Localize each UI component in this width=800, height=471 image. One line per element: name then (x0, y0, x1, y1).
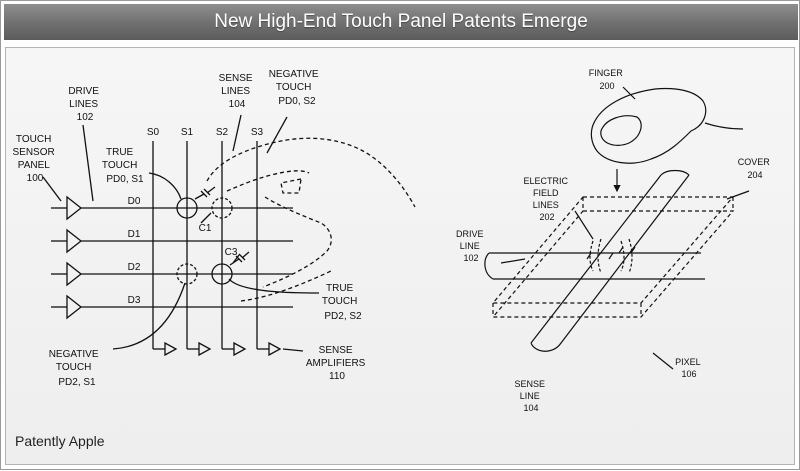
sense-line-label: SENSE LINE 104 (514, 379, 547, 413)
negative-touch-marker-1 (211, 197, 233, 219)
negative-touch-bottom-leader (112, 282, 186, 350)
capacitor-label-c1: C1 (199, 223, 212, 234)
true-touch-1-label: TRUE TOUCH PD0, S1 (102, 147, 144, 185)
column-label-s1: S1 (181, 127, 194, 138)
cover-label: COVER 204 (738, 157, 773, 180)
finger-outline-dashed (206, 137, 416, 302)
true-touch-marker-2 (211, 263, 233, 285)
capacitor-label-c3: C3 (225, 247, 238, 258)
finger-label: FINGER 200 (589, 68, 626, 91)
drive-lines-label: DRIVE LINES 102 (68, 86, 101, 123)
column-label-s3: S3 (251, 127, 264, 138)
c3-leader (232, 254, 240, 264)
sense-line-s1 (186, 141, 212, 357)
pixel-cross-section (484, 86, 750, 370)
page-title: New High-End Touch Panel Patents Emerge (4, 4, 798, 40)
negative-touch-bottom-label: NEGATIVE TOUCH PD2, S1 (49, 349, 102, 388)
left-labels: DRIVE LINES 102 SENSE LINES 104 NEGATIVE… (12, 69, 368, 388)
fingernail-icon (600, 115, 642, 146)
column-label-s0: S0 (147, 127, 160, 138)
diagram-panel (5, 47, 795, 465)
drive-line-label: DRIVE LINE 102 (456, 229, 486, 263)
negative-touch-top-label: NEGATIVE TOUCH PD0, S2 (269, 69, 322, 107)
right-labels: FINGER 200 COVER 204 ELECTRIC FIELD LINE… (456, 68, 773, 413)
row-label-d1: D1 (128, 229, 141, 240)
negative-touch-top-leader (266, 116, 288, 154)
true-touch-marker-1 (176, 197, 198, 219)
finger-leader (622, 86, 636, 100)
pixel-label: PIXEL 106 (675, 357, 703, 379)
touch-panel-leader (42, 176, 62, 202)
true-touch-2-leader (228, 278, 320, 294)
drive-line-strip (484, 252, 705, 280)
sense-line-s0 (152, 141, 178, 357)
true-touch-2-label: TRUE TOUCH PD2, S2 (322, 283, 362, 322)
sense-lines-leader (232, 114, 242, 152)
electric-field-label: ELECTRIC FIELD LINES 202 (523, 176, 570, 222)
field-arrows (586, 246, 636, 260)
sensor-grid (42, 114, 416, 357)
drive-line-leader (500, 258, 526, 264)
drive-lines-leader (82, 124, 94, 202)
field-leader (574, 210, 594, 240)
row-label-d0: D0 (128, 196, 141, 207)
touch-sensor-panel-label: TOUCH SENSOR PANEL 100 (12, 134, 57, 184)
sense-line-strip (530, 169, 690, 352)
electric-field-lines (589, 238, 633, 274)
sense-lines-label: SENSE LINES 104 (219, 73, 256, 110)
cover-slab (491, 196, 735, 318)
capacitor-c1 (194, 186, 216, 200)
sense-line-s2 (221, 141, 247, 357)
finger-icon (590, 87, 707, 164)
finger-edge (704, 122, 744, 130)
pixel-leader (652, 352, 674, 370)
row-label-d3: D3 (128, 295, 141, 306)
negative-touch-marker-2 (176, 263, 198, 285)
c1-leader (200, 212, 212, 224)
sense-amplifiers-label: SENSE AMPLIFIERS 110 (306, 345, 368, 382)
sense-line-s3 (256, 141, 282, 357)
column-label-s2: S2 (216, 127, 229, 138)
watermark-text: Patently Apple (15, 433, 105, 449)
row-label-d2: D2 (128, 262, 141, 273)
cover-leader (726, 190, 750, 200)
sense-amp-leader (282, 348, 304, 352)
true-touch-1-leader (148, 172, 182, 200)
